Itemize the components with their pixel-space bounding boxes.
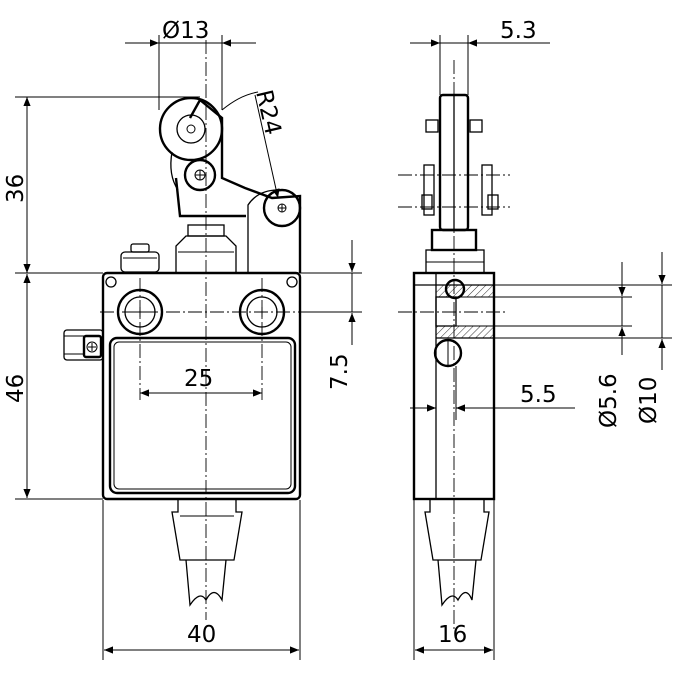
dim-counterbore-large: Ø10 <box>636 377 662 424</box>
dim-roller-width: 5.3 <box>500 18 537 44</box>
switch-body <box>101 271 302 501</box>
side-view <box>398 60 510 630</box>
label-plate-inner <box>113 341 292 490</box>
lever-cam <box>262 188 302 228</box>
dim-width: 40 <box>187 622 216 648</box>
dim-body-height: 46 <box>3 374 29 403</box>
front-view <box>63 40 305 620</box>
front-dimensions: Ø13 R24 36 46 25 40 7.5 <box>3 18 362 660</box>
dim-roller-diameter: Ø13 <box>162 18 209 44</box>
corner-screw <box>286 276 298 288</box>
roller <box>158 96 224 162</box>
top-screw <box>120 243 160 273</box>
dim-hole-offset: 5.5 <box>520 382 557 408</box>
side-connector <box>63 329 104 361</box>
dim-depth: 16 <box>438 622 467 648</box>
dim-counterbore-small: Ø5.6 <box>596 373 622 428</box>
corner-screw <box>105 276 117 288</box>
label-plate <box>108 336 297 495</box>
dim-lever-height: 36 <box>3 174 29 203</box>
dim-hole-spacing: 25 <box>184 366 213 392</box>
cable-outlet <box>171 499 243 607</box>
lever-pivot <box>183 158 217 192</box>
side-cable <box>424 499 490 607</box>
dim-radius: R24 <box>250 88 286 138</box>
side-dimensions: 5.3 Ø5.6 Ø10 5.5 16 <box>410 18 672 660</box>
section-hatch-bottom <box>435 325 495 339</box>
side-lever <box>421 93 499 274</box>
counterbore <box>435 296 457 327</box>
dim-offset: 7.5 <box>327 353 353 390</box>
